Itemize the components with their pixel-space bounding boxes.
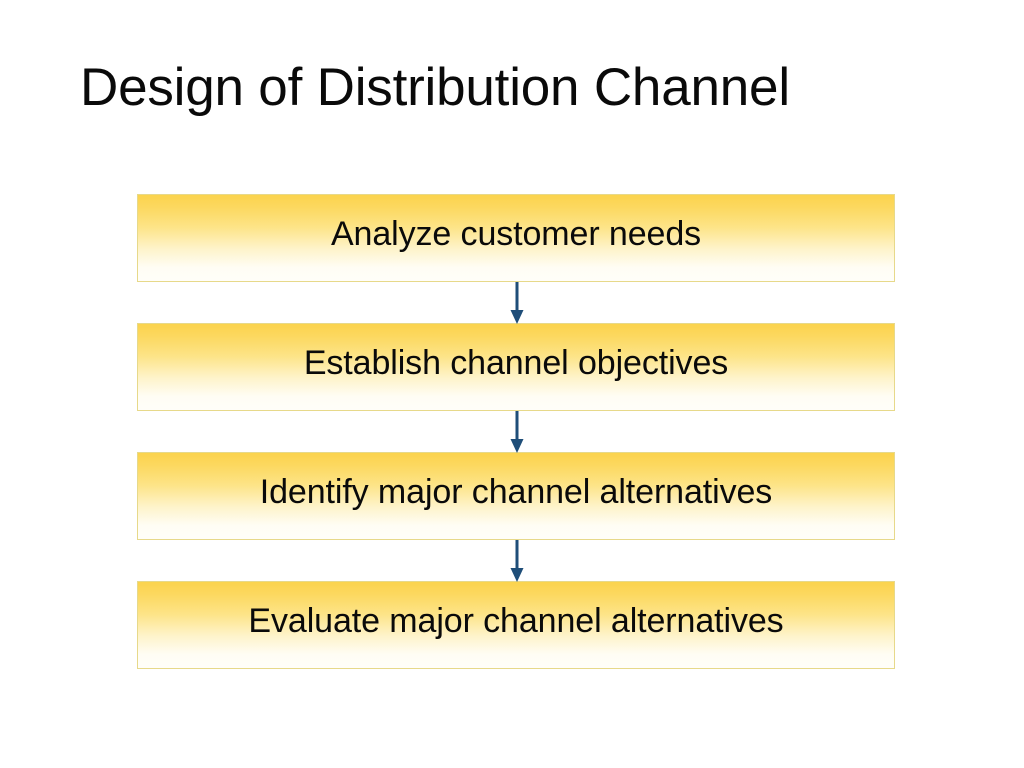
down-arrow-icon-3 xyxy=(505,540,529,582)
flow-box-step-1[interactable]: Analyze customer needs xyxy=(137,194,895,282)
down-arrow-icon-2 xyxy=(505,411,529,453)
down-arrow-icon-3-svg xyxy=(510,540,524,582)
flow-box-label-step-4: Evaluate major channel alternatives xyxy=(248,602,784,640)
down-arrow-icon-1-svg xyxy=(510,282,524,324)
arrow-shaft xyxy=(515,411,519,442)
arrow-head xyxy=(510,439,524,453)
flow-box-label-step-2: Establish channel objectives xyxy=(303,344,729,382)
down-arrow-icon-2-svg xyxy=(510,411,524,453)
arrow-shaft xyxy=(515,282,519,313)
flow-box-step-3[interactable]: Identify major channel alternatives xyxy=(137,452,895,540)
arrow-head xyxy=(510,310,524,324)
page-title: Design of Distribution Channel xyxy=(80,58,790,117)
arrow-shaft xyxy=(515,540,519,571)
flow-box-step-2[interactable]: Establish channel objectives xyxy=(137,323,895,411)
down-arrow-icon-1 xyxy=(505,282,529,324)
flow-box-label-step-3: Identify major channel alternatives xyxy=(259,473,773,511)
arrow-head xyxy=(510,568,524,582)
flow-box-label-step-1: Analyze customer needs xyxy=(330,215,702,253)
flow-box-step-4[interactable]: Evaluate major channel alternatives xyxy=(137,581,895,669)
